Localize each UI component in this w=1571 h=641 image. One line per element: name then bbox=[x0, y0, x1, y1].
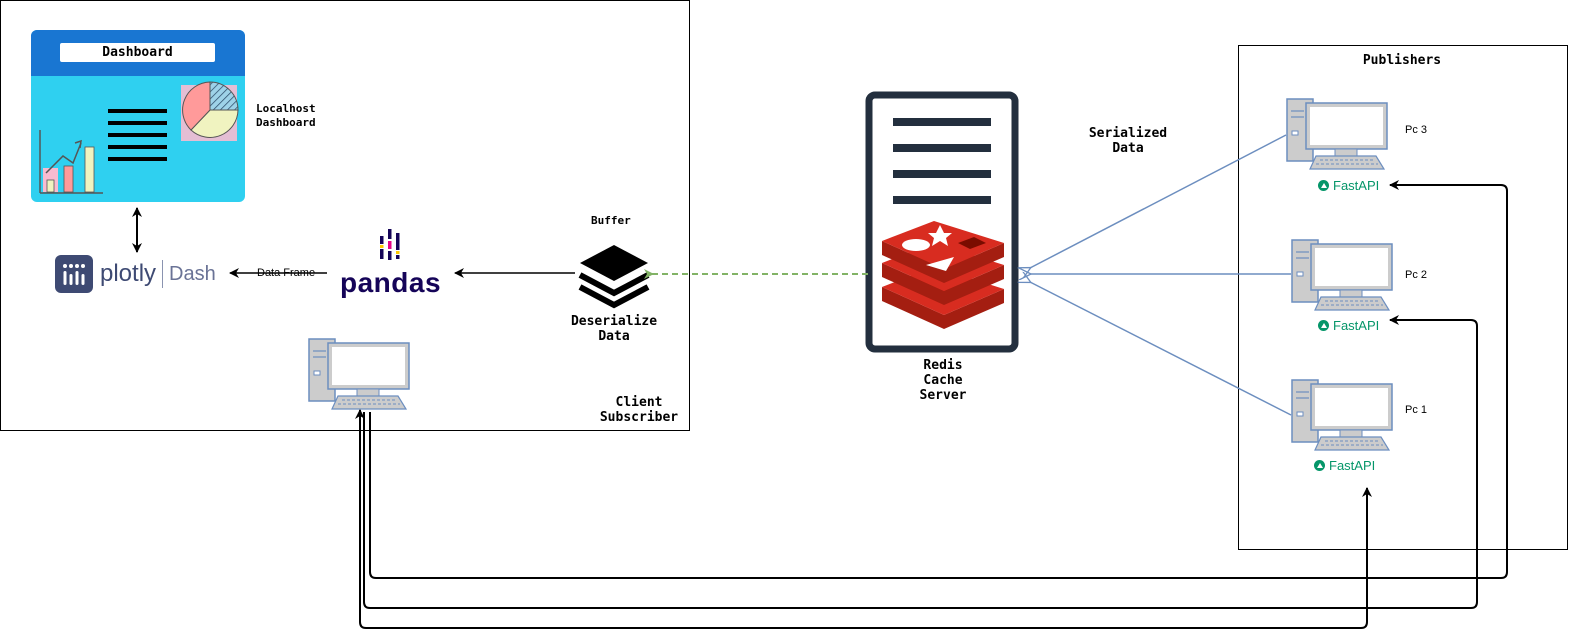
pc3-computer-icon bbox=[1286, 98, 1388, 170]
dashboard-graphics bbox=[39, 81, 239, 194]
pc1-computer-icon bbox=[1291, 379, 1393, 451]
pie-chart-icon bbox=[181, 81, 239, 141]
pc2-fastapi-badge: FastAPI bbox=[1318, 318, 1379, 333]
plotly-dash-logo: plotly Dash bbox=[55, 254, 225, 294]
redis-logo-icon bbox=[882, 221, 1004, 329]
deserialize-data-label: Deserialize Data bbox=[570, 314, 658, 344]
pandas-logo: pandas bbox=[336, 228, 446, 302]
pc2-label: Pc 2 bbox=[1405, 269, 1428, 281]
fastapi-icon bbox=[1318, 180, 1329, 191]
client-subscriber-label: Client Subscriber bbox=[599, 395, 679, 425]
client-to-pc1-api-arrow bbox=[359, 412, 1372, 629]
localhost-dashboard-label: Localhost Dashboard bbox=[256, 102, 316, 129]
publishers-title: Publishers bbox=[1362, 53, 1442, 68]
pc3-fastapi-badge: FastAPI bbox=[1318, 178, 1379, 193]
pc1-fastapi-badge: FastAPI bbox=[1314, 458, 1375, 473]
client-computer-icon bbox=[308, 338, 410, 410]
pc1-label: Pc 1 bbox=[1405, 404, 1428, 416]
plotly-divider bbox=[162, 260, 164, 288]
pc2-computer-icon bbox=[1291, 239, 1393, 311]
fastapi-icon bbox=[1318, 320, 1329, 331]
plotly-icon bbox=[55, 255, 93, 293]
buffer-stack-icon bbox=[578, 245, 650, 309]
dashboard-text-lines bbox=[108, 109, 167, 161]
dash-word: Dash bbox=[169, 262, 216, 285]
dashboard-illustration: Dashboard bbox=[31, 30, 245, 202]
pandas-icon bbox=[380, 229, 400, 260]
plotly-icon-glyph bbox=[63, 264, 85, 285]
fastapi-icon bbox=[1314, 460, 1325, 471]
pc3-label: Pc 3 bbox=[1405, 124, 1428, 136]
bar-chart-icon bbox=[39, 130, 103, 194]
pandas-word: pandas bbox=[340, 267, 442, 298]
serialized-data-label: Serialized Data bbox=[1088, 126, 1168, 156]
dashboard-header-title: Dashboard bbox=[60, 43, 215, 62]
buffer-label: Buffer bbox=[591, 214, 631, 227]
data-frame-label: Data Frame bbox=[256, 267, 317, 279]
plotly-word: plotly bbox=[100, 260, 157, 287]
redis-cache-server-label: Redis Cache Server bbox=[919, 358, 967, 403]
